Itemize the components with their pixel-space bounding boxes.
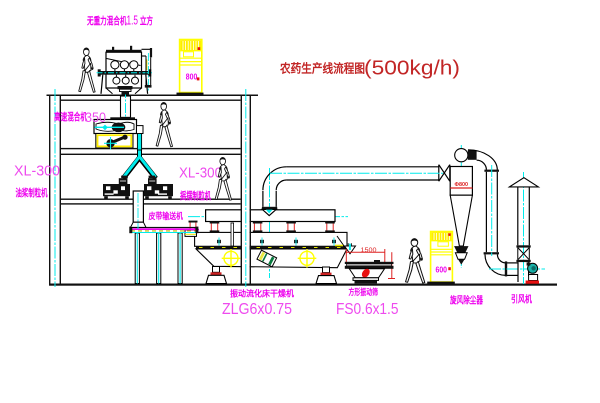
svg-text:方形振动筛: 方形振动筛 <box>349 286 379 297</box>
svg-text:无重力混合机1.5 立方: 无重力混合机1.5 立方 <box>86 14 153 28</box>
svg-text:摇摆制粒机: 摇摆制粒机 <box>180 190 211 203</box>
svg-text:600: 600 <box>436 266 448 275</box>
svg-text:(500kg/h): (500kg/h) <box>364 58 460 80</box>
svg-text:油桨制粒机: 油桨制粒机 <box>16 187 48 200</box>
svg-text:Φ800: Φ800 <box>455 182 469 188</box>
svg-text:皮带输送机: 皮带输送机 <box>148 210 184 221</box>
svg-text:ZLG6x0.75: ZLG6x0.75 <box>222 301 292 318</box>
svg-text:1500: 1500 <box>361 248 378 254</box>
svg-text:XL-300: XL-300 <box>179 166 222 182</box>
svg-text:振动流化床干燥机: 振动流化床干燥机 <box>230 288 294 299</box>
svg-text:旋风除尘器: 旋风除尘器 <box>449 295 483 307</box>
svg-text:高速混合机: 高速混合机 <box>54 111 87 124</box>
svg-text:FS0.6x1.5: FS0.6x1.5 <box>336 301 399 318</box>
svg-text:引风机: 引风机 <box>511 294 532 306</box>
svg-text:350: 350 <box>85 110 106 125</box>
svg-text:XL-300: XL-300 <box>14 164 60 180</box>
svg-text:农药生产线流程图: 农药生产线流程图 <box>279 62 365 76</box>
svg-text:800: 800 <box>186 72 198 81</box>
